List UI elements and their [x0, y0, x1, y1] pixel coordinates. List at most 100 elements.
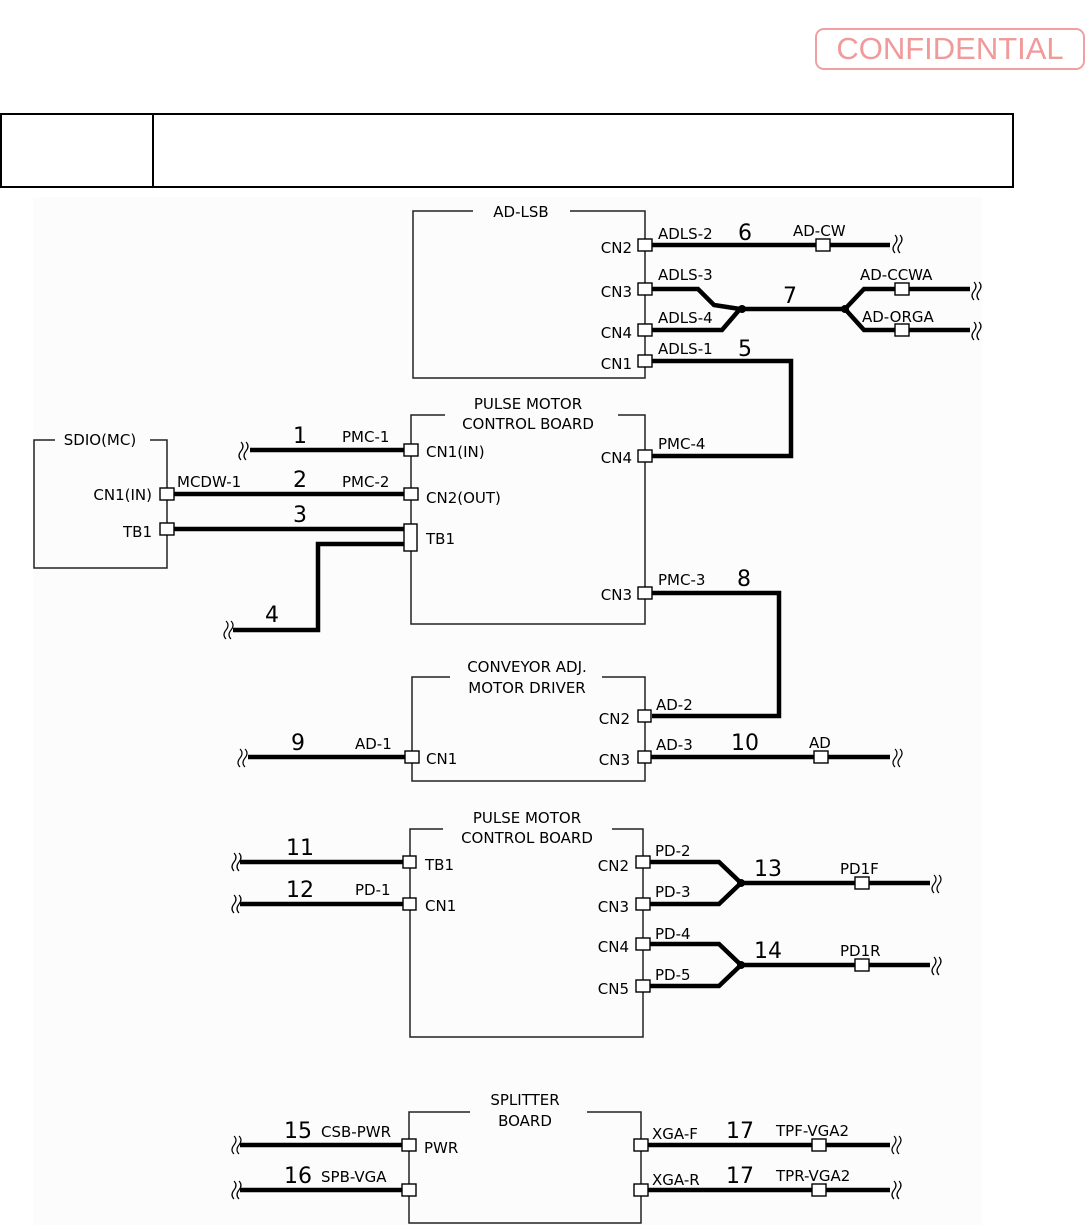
- break-mark-icon: [231, 1180, 242, 1200]
- board-splitter: SPLITTER BOARD PWR XGA-F XGA-R: [408, 1091, 700, 1224]
- connector-label: CN1: [601, 355, 632, 373]
- wire-end-label: AD-CW: [793, 222, 846, 240]
- wire-end-label: PMC-3: [658, 571, 705, 589]
- cable-number: 2: [293, 468, 307, 493]
- connector-icon: [635, 855, 651, 869]
- junction-dot: [738, 305, 746, 313]
- connector-label: CN2: [601, 239, 632, 257]
- connector-label: CN2: [598, 857, 629, 875]
- wire-end-label: AD-ORGA: [862, 308, 934, 326]
- cable-1: 1 PMC-1: [238, 424, 419, 461]
- wire-end-label: PD-1: [355, 881, 391, 899]
- board-title: AD-LSB: [493, 203, 548, 221]
- header-cell-left: [2, 115, 154, 186]
- cable-number: 14: [754, 939, 782, 964]
- cable-number: 10: [731, 731, 759, 756]
- connector-label: CN1(IN): [93, 486, 152, 504]
- connector-icon: [159, 522, 175, 536]
- cable-4: 4: [223, 541, 404, 640]
- board-ad-lsb: AD-LSB CN2 CN3 CN4 CN1: [412, 203, 646, 379]
- break-mark-icon: [231, 1135, 242, 1155]
- junction-dot: [737, 961, 745, 969]
- connector-icon: [815, 238, 831, 252]
- cable-number: 3: [293, 503, 307, 528]
- connector-icon: [402, 897, 417, 911]
- cable-number: 13: [754, 857, 782, 882]
- cable-12: 12 PD-1: [231, 878, 417, 914]
- connector-label: CN3: [601, 283, 632, 301]
- connector-icon: [637, 449, 653, 463]
- board-pulse-motor-control-2: PULSE MOTOR CONTROL BOARD TB1 CN1 CN2 CN…: [409, 809, 644, 1038]
- cable-number: 7: [783, 284, 797, 309]
- wire-end-label: PMC-2: [342, 473, 389, 491]
- connector-icon: [403, 487, 419, 501]
- cable-number: 8: [737, 567, 751, 592]
- break-mark-icon: [237, 748, 248, 768]
- connector-icon: [637, 354, 653, 368]
- connector-label: TB1: [424, 856, 454, 874]
- connector-icon: [811, 1183, 827, 1197]
- cable-17-r: 17 TPR-VGA2: [633, 1164, 902, 1200]
- connector-icon: [159, 487, 175, 501]
- junction-dot: [737, 879, 745, 887]
- board-title: SDIO(MC): [64, 431, 136, 449]
- break-mark-icon: [231, 894, 242, 914]
- wire-end-label: PD1F: [840, 860, 879, 878]
- connector-icon: [404, 750, 420, 764]
- break-mark-icon: [971, 321, 982, 341]
- connector-icon: [635, 897, 651, 911]
- board-title-line1: PULSE MOTOR: [473, 809, 581, 827]
- connector-icon: [633, 1138, 649, 1152]
- wire-end-label: SPB-VGA: [321, 1168, 387, 1186]
- connector-icon: [402, 855, 417, 869]
- cable-number: 6: [738, 221, 752, 246]
- board-title-line1: SPLITTER: [490, 1091, 559, 1109]
- connector-icon: [811, 1138, 827, 1152]
- board-title-line2: CONTROL BOARD: [461, 829, 593, 847]
- wire-end-label: ADLS-3: [658, 266, 713, 284]
- cable-15: 15 CSB-PWR: [231, 1119, 417, 1155]
- wire-end-label: PD-4: [655, 925, 691, 943]
- connector-label: XGA-R: [652, 1171, 700, 1189]
- connector-label: TB1: [425, 530, 455, 548]
- junction-dot: [841, 305, 849, 313]
- connector-icon: [635, 937, 651, 951]
- cable-number: 5: [738, 337, 752, 362]
- connector-icon: [403, 443, 419, 457]
- cable-number: 9: [291, 731, 305, 756]
- board-title-line2: MOTOR DRIVER: [468, 679, 585, 697]
- connector-icon: [854, 876, 870, 890]
- connector-label: CN3: [601, 586, 632, 604]
- cable-number: 17: [726, 1164, 754, 1189]
- cable-number: 12: [286, 878, 314, 903]
- wire-end-label: AD-2: [656, 696, 693, 714]
- cable-10: AD-3 10 AD: [637, 731, 903, 768]
- cable-9: 9 AD-1: [237, 731, 420, 768]
- connector-label: CN3: [599, 751, 630, 769]
- wire-end-label: PD1R: [840, 942, 881, 960]
- header-table: [0, 113, 1014, 188]
- wire-end-label: PD-5: [655, 966, 691, 984]
- wire-end-label: ADLS-4: [658, 309, 713, 327]
- connector-label: TB1: [122, 523, 152, 541]
- connector-label: CN4: [598, 938, 629, 956]
- wire-end-label: ADLS-2: [658, 225, 713, 243]
- board-conveyor-adj-motor-driver: CONVEYOR ADJ. MOTOR DRIVER CN1 CN2 CN3: [411, 658, 652, 782]
- cable-8: PMC-3 8 AD-2: [652, 567, 782, 719]
- connector-icon: [637, 586, 653, 600]
- wire-end-label: AD: [809, 734, 831, 752]
- cable-17-f: 17 TPF-VGA2: [633, 1119, 902, 1155]
- board-title-line2: CONTROL BOARD: [462, 415, 594, 433]
- confidential-stamp: CONFIDENTIAL: [815, 28, 1085, 70]
- wire-end-label: AD-3: [656, 736, 693, 754]
- cable-13: PD-2 PD-3 13 PD1F: [635, 842, 942, 911]
- board-pulse-motor-control-1: PULSE MOTOR CONTROL BOARD CN1(IN) CN2(OU…: [410, 395, 653, 625]
- connector-label: CN4: [601, 324, 632, 342]
- wire-end-label: CSB-PWR: [321, 1123, 391, 1141]
- connector-icon: [637, 323, 653, 337]
- cable-number: 11: [286, 836, 314, 861]
- connector-icon: [637, 709, 652, 723]
- diagram-area: [33, 197, 982, 1225]
- connector-icon: [401, 1138, 417, 1152]
